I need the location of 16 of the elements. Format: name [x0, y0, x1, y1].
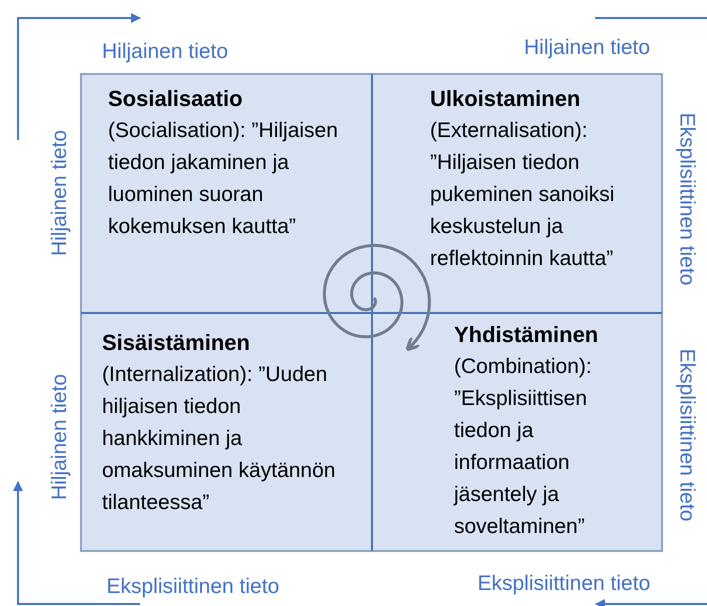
axis-label: Hiljainen tieto: [524, 35, 650, 61]
axis-label: Eksplisiittinen tieto: [674, 112, 699, 286]
quadrant-description: (Externalisation): ”Hiljaisen tiedon pukeminen sanoiksi keskustelun ja reflektoinnin kautta”: [430, 118, 616, 272]
axis-label: Eksplisiittinen tieto: [478, 571, 650, 597]
axis-label: Eksplisiittinen tieto: [106, 574, 280, 600]
quadrant-description: (Combination): ”Eksplisiittisen tiedon ja informaation jäsentely ja soveltaminen”: [454, 354, 593, 540]
quadrant-description: (Socialisation): ”Hiljaisen tiedon jakaminen ja luominen suoran kokemuksen kautta”: [108, 118, 339, 240]
axis-label: Hiljainen tieto: [102, 39, 228, 65]
quadrant-description: (Internalization): ”Uuden hiljaisen tiedon hankkiminen ja omaksuminen käytännön tilanteessa”: [102, 362, 336, 516]
quadrant-heading: Ulkoistaminen: [430, 85, 580, 113]
quadrant-heading: Sosialisaatio: [108, 85, 243, 113]
axis-label: Eksplisiittinen tieto: [674, 348, 699, 522]
quadrant-heading: Yhdistäminen: [454, 321, 598, 349]
axis-label: Hiljainen tieto: [47, 374, 72, 500]
quadrant-heading: Sisäistäminen: [102, 329, 250, 357]
axis-label: Hiljainen tieto: [47, 130, 72, 256]
